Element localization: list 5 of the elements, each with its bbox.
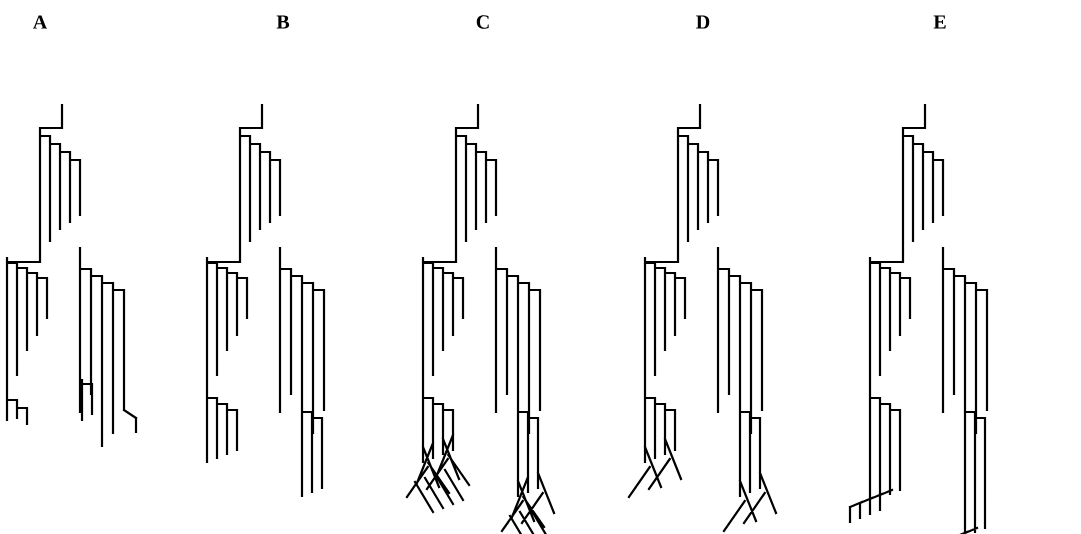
panel-letter: D (696, 15, 710, 29)
panel-letter: C (476, 15, 489, 29)
panel-letter: E (933, 15, 946, 29)
panel-letter: B (276, 15, 290, 29)
panel-letter: A (33, 15, 48, 29)
